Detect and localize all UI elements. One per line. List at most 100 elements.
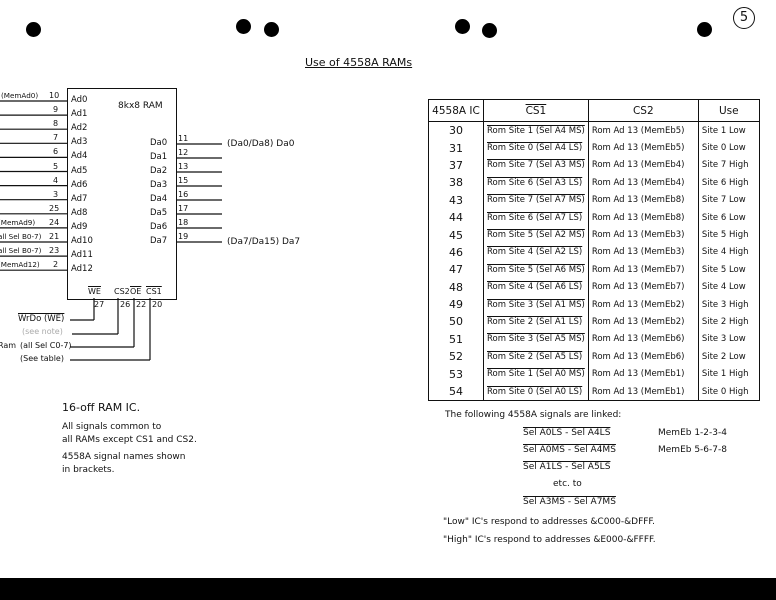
table-cell-ic: 50 [428,313,484,331]
table-cell-cs1: Rom Site 7 (Sel A3 MS) [483,156,589,175]
links-intro: The following 4558A signals are linked: [445,410,622,420]
chip-label: 8kx8 RAM [118,101,163,111]
table-cell-cs1: Rom Site 5 (Sel A6 MS) [483,261,589,279]
left-pin-label: Ad12 [71,264,93,275]
table-cell-use: Site 7 High [697,156,760,175]
table-cell-use: Site 3 Low [697,330,760,349]
table-cell-cs2: Rom Ad 13 (MemEb5) [587,121,699,140]
table-cell-use: Site 2 High [697,313,760,331]
links-line: Sel A0MS - Sel A4MS [523,445,616,455]
right-pin-label: Da6 [150,222,168,232]
scan-footer-bar [0,578,776,600]
bottom-signal-4: (See table) [20,354,64,363]
notes-block: All signals common to all RAMs except CS… [62,421,197,477]
left-pin-signal: all Sel B0-7) [0,246,42,256]
table-cell-cs2: Rom Ad 13 (MemEb6) [587,348,699,366]
punch-hole-dot [697,22,712,37]
table-cell-use: Site 4 Low [697,278,760,296]
table-cell-cs2: Rom Ad 13 (MemEb7) [587,261,699,279]
right-pin-number: 12 [178,148,189,157]
low-address-note: "Low" IC's respond to addresses &C000-&D… [443,517,656,527]
left-pin-number: 6 [53,147,59,157]
table-cell-use: Site 5 High [697,226,760,244]
table-header-row: 4558A IC CS1 CS2 Use [428,99,760,122]
header-cs2: CS2 [587,99,699,122]
right-pin-label: Da2 [150,166,168,176]
right-pin-label: Da7 [150,236,168,246]
table-cell-cs1: Rom Site 3 (Sel A5 MS) [483,330,589,349]
table-cell-cs2: Rom Ad 13 (MemEb5) [587,139,699,157]
right-pin-label: Da0 [150,138,168,148]
right-pin-label: Da1 [150,152,168,162]
left-pin-label: Ad11 [71,250,93,261]
links-group: MemEb 1-2-3-4 [658,428,727,438]
table-cell-cs2: Rom Ad 13 (MemEb8) [587,191,699,209]
page-title: Use of 4558A RAMs [305,56,413,69]
table-cell-cs2: Rom Ad 13 (MemEb4) [587,156,699,175]
table-cell-cs2: Rom Ad 13 (MemEb6) [587,330,699,349]
data-out-top-label: (Da0/Da8) Da0 [227,139,295,149]
right-pin-number: 18 [178,218,189,227]
left-pin-label: Ad8 [71,207,88,218]
table-cell-cs2: Rom Ad 13 (MemEb3) [587,226,699,244]
right-pin-label: Da3 [150,180,168,190]
header-use: Use [697,99,760,122]
table-cell-ic: 31 [428,139,484,157]
bottom-pin-number: 26 [120,300,131,309]
table-cell-use: Site 1 Low [697,121,760,140]
table-cell-cs2: Rom Ad 13 (MemEb2) [587,313,699,331]
punch-hole-dot [455,19,470,34]
left-pin-label: Ad5 [71,165,88,176]
header-ic: 4558A IC [428,99,484,122]
right-pin-number: 11 [178,134,189,143]
table-cell-use: Site 3 High [697,295,760,314]
header-cs1: CS1 [483,99,589,122]
bottom-pin-label: WE [88,287,101,296]
left-pin-number: 7 [53,133,59,143]
table-cell-ic: 46 [428,243,484,262]
table-cell-cs1: Rom Site 3 (Sel A1 MS) [483,295,589,314]
left-pin-number: 23 [49,246,60,256]
notes-line: in brackets. [62,465,115,475]
table-cell-cs2: Rom Ad 13 (MemEb7) [587,278,699,296]
table-cell-cs2: Rom Ad 13 (MemEb4) [587,174,699,192]
table-cell-cs1: Rom Site 1 (Sel A0 MS) [483,365,589,383]
bottom-pin-number: 22 [136,300,147,309]
right-pin-number: 13 [178,162,189,171]
right-pin-number: 19 [178,232,189,241]
bottom-signal-1: WrDo (WE) [18,314,65,324]
table-cell-ic: 49 [428,295,484,314]
table-cell-cs2: Rom Ad 13 (MemEb8) [587,208,699,227]
high-address-note: "High" IC's respond to addresses &E000-&… [443,535,656,545]
table-cell-use: Site 4 High [697,243,760,262]
table-cell-cs1: Rom Site 1 (Sel A4 MS) [483,121,589,140]
ram-chip-body: 8kx8 RAM [67,88,177,300]
left-pin-label: Ad7 [71,193,88,204]
table-cell-ic: 38 [428,174,484,192]
table-cell-cs1: Rom Site 4 (Sel A6 LS) [483,278,589,296]
bottom-pin-label: CS2 [114,287,130,296]
punch-hole-dot [236,19,251,34]
table-cell-cs1: Rom Site 6 (Sel A3 LS) [483,174,589,192]
notes-line: all RAMs except CS1 and CS2. [62,435,197,445]
bottom-signal-3: (all Sel C0-7) [20,341,72,350]
left-pin-label: Ad4 [71,151,88,162]
table-cell-use: Site 1 High [697,365,760,383]
punch-hole-dot [482,23,497,38]
notes-line: All signals common to [62,422,162,432]
bottom-pin-number: 20 [152,300,163,309]
table-cell-ic: 45 [428,226,484,244]
table-cell-ic: 51 [428,330,484,349]
